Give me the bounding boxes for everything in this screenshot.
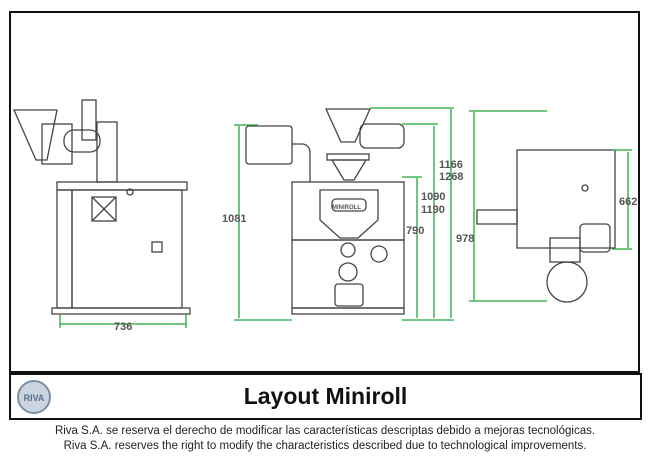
- machine-label: MINIROLL: [332, 205, 361, 211]
- dim-978: 978: [456, 233, 474, 245]
- page-title: Layout Miniroll: [243, 383, 408, 409]
- side-dimension: [59, 314, 187, 328]
- dim-1268: 1268: [439, 171, 463, 183]
- top-dimensions: [469, 110, 632, 302]
- dim-1081: 1081: [222, 213, 246, 225]
- disclaimer-en: Riva S.A. reserves the right to modify t…: [63, 440, 587, 452]
- dim-662: 662: [619, 196, 637, 208]
- dim-790: 790: [406, 225, 424, 237]
- dim-736: 736: [114, 321, 132, 333]
- riva-logo: RIVA: [17, 380, 51, 414]
- title-block: RIVA Layout Miniroll: [9, 373, 642, 420]
- front-dimensions: [234, 107, 454, 321]
- dim-1090: 1090: [421, 191, 445, 203]
- front-view: [245, 108, 405, 315]
- side-view: [13, 99, 191, 315]
- layout-drawing: 736 MINIROLL 1081 1166 1268 1090 1190 79…: [13, 99, 637, 333]
- disclaimer-es: Riva S.A. se reserva el derecho de modif…: [54, 425, 596, 437]
- dim-1190: 1190: [421, 204, 445, 216]
- top-view: [476, 149, 616, 303]
- dim-1166: 1166: [439, 159, 463, 171]
- svg-text:RIVA: RIVA: [24, 393, 45, 403]
- drawing-frame: 736 MINIROLL 1081 1166 1268 1090 1190 79…: [9, 11, 640, 373]
